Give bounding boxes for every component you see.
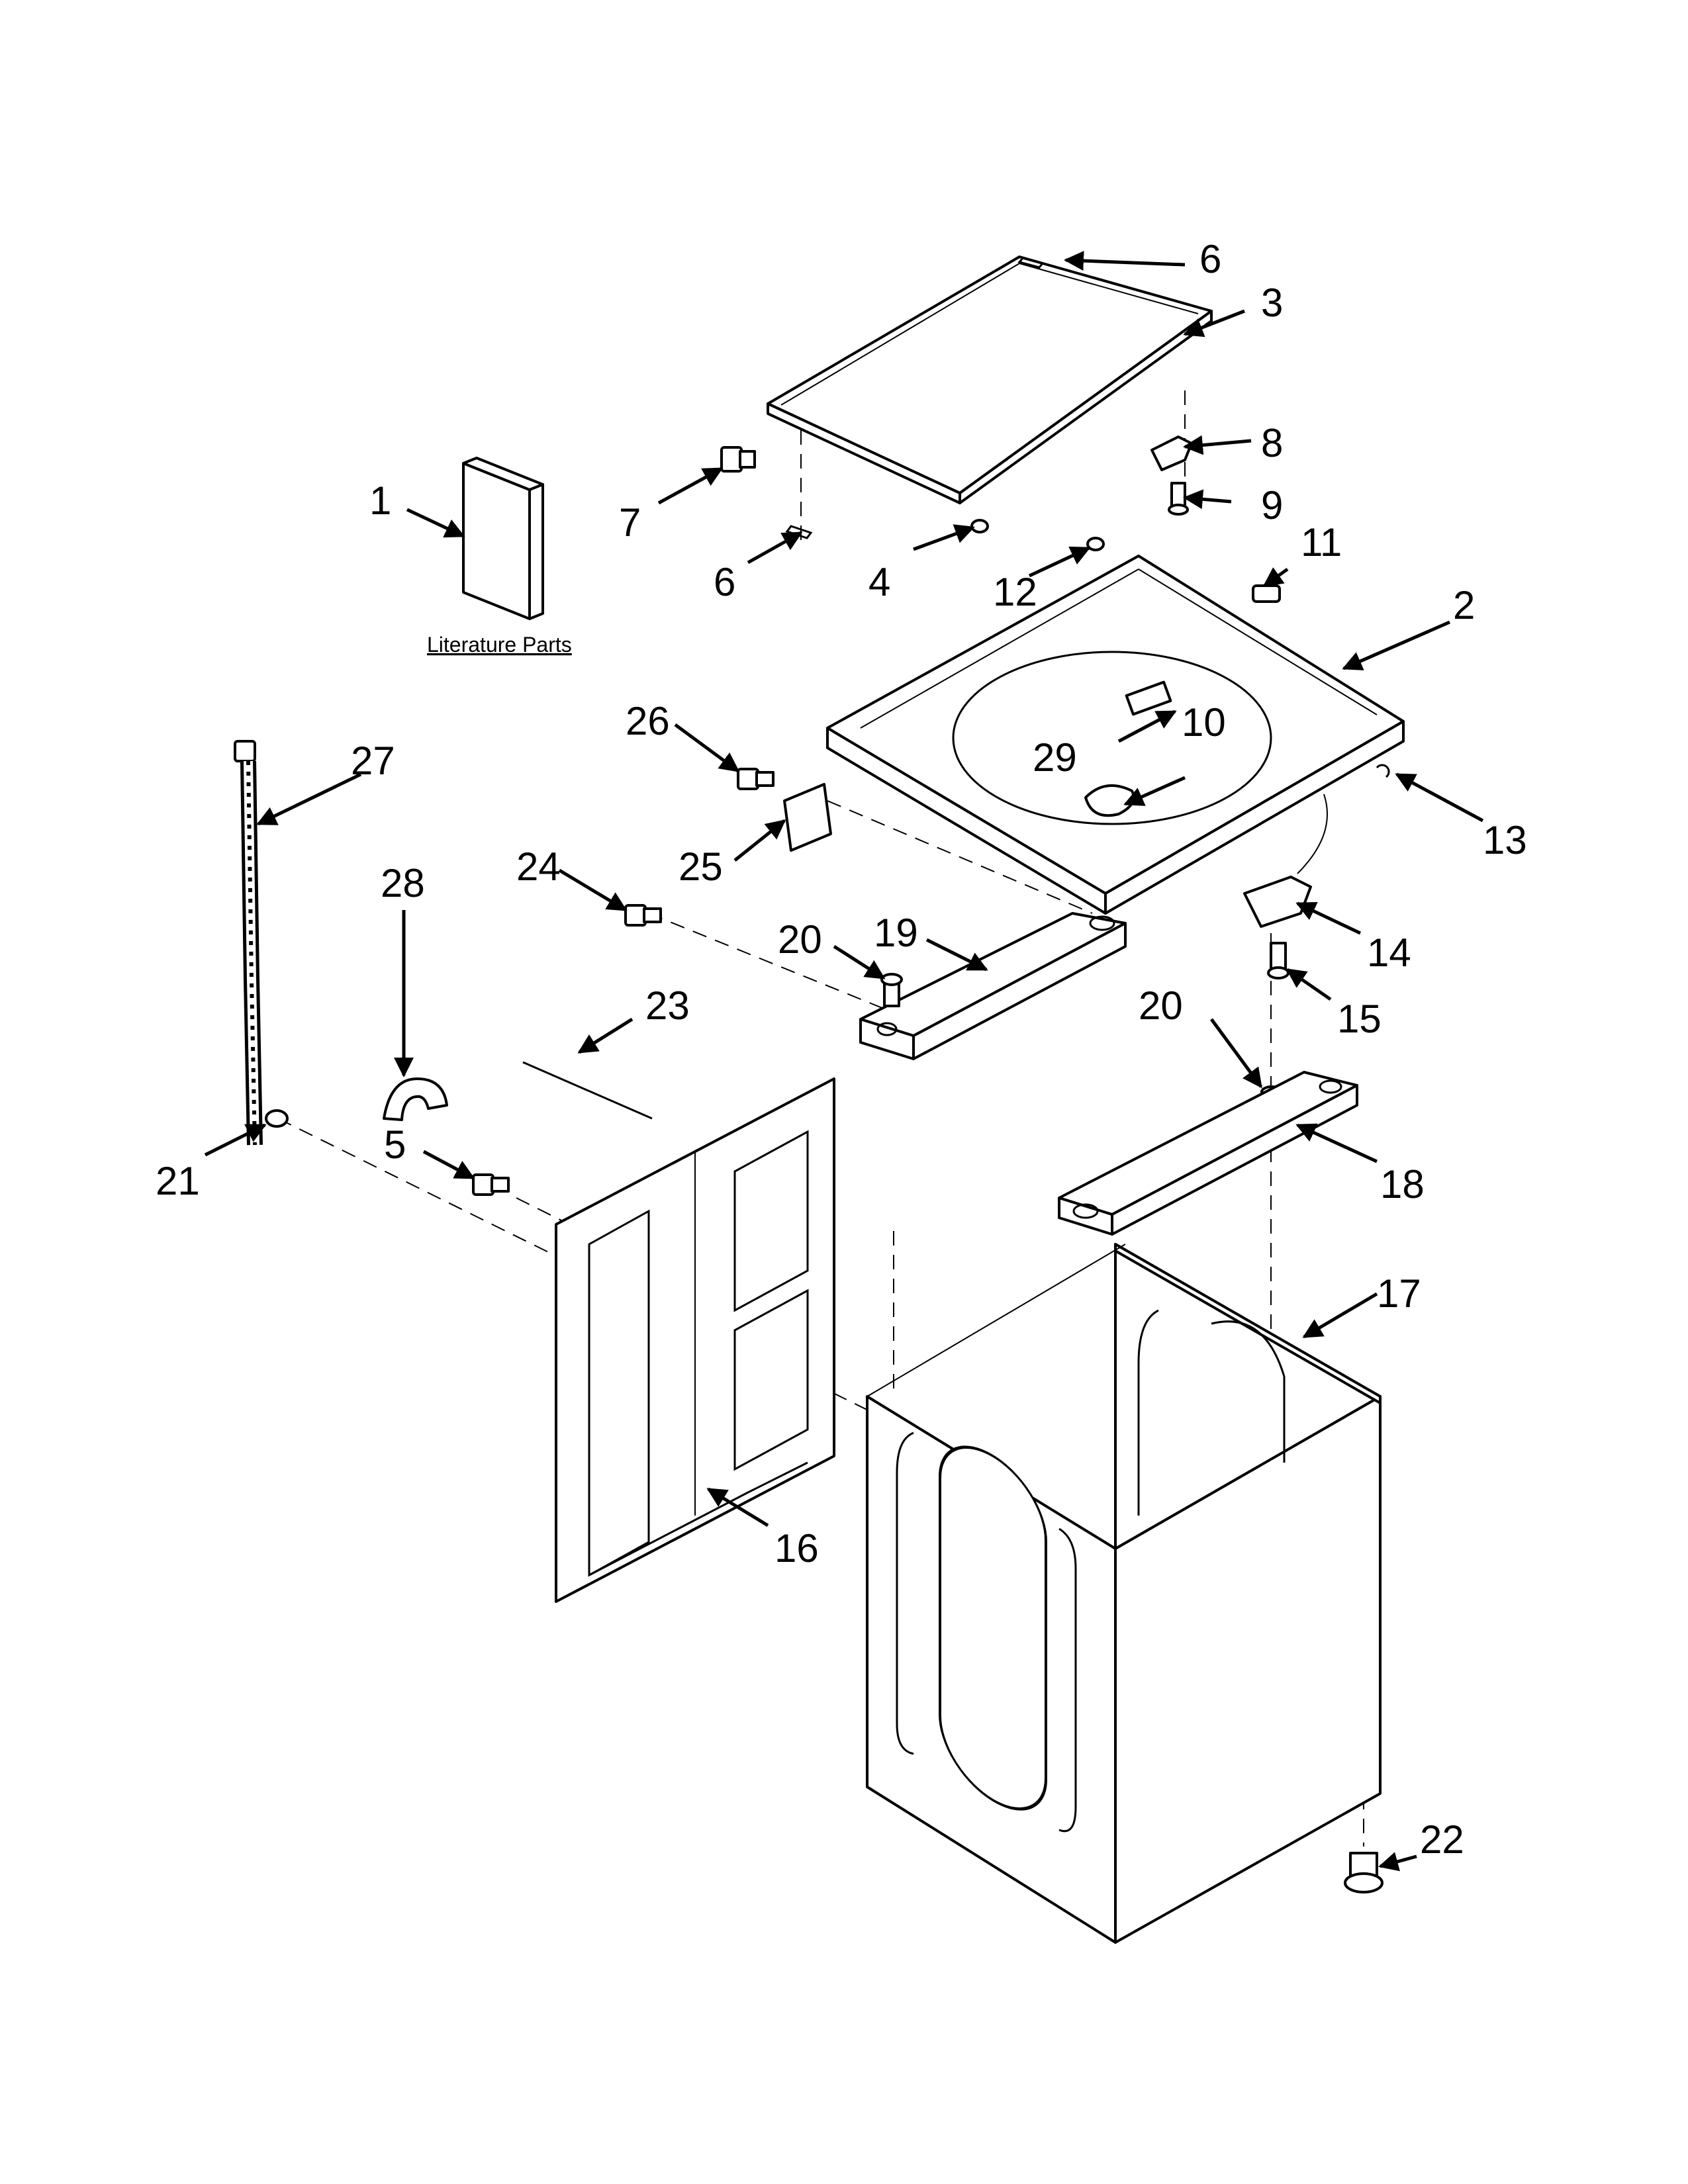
washer-lid [767,255,1213,504]
callout-28: 28 [381,861,425,905]
hose-clamp-21 [265,1109,289,1128]
hose-connector-28 [383,1077,448,1121]
bracket-25 [783,783,832,852]
cabinet-17 [866,1243,1382,1944]
leader-arrows [204,251,1484,1872]
callout-2: 2 [1453,583,1475,627]
screw-12 [1086,537,1105,551]
callout-15: 15 [1337,997,1382,1041]
literature-booklet [462,457,544,620]
callout-23: 23 [645,983,690,1028]
callout-24: 24 [516,844,561,889]
lid-bumper-4 [970,519,989,533]
callout-6-bottom: 6 [714,560,735,604]
callout-4: 4 [868,560,890,604]
front-brace-19 [859,912,1127,1060]
rear-panel-16 [555,1077,835,1603]
callout-22: 22 [1420,1817,1464,1862]
callout-16: 16 [774,1526,819,1570]
callout-18: 18 [1380,1162,1425,1206]
callout-8: 8 [1261,421,1283,465]
callout-14: 14 [1367,931,1411,975]
callout-20-right: 20 [1139,983,1183,1028]
screw-20-left [880,973,903,1007]
callout-labels: 1 2 3 4 5 6 6 7 8 9 10 11 12 13 14 15 16… [156,237,1527,1862]
lid-switch-14 [1243,794,1328,928]
clip-13 [1376,764,1390,778]
callout-7: 7 [619,500,641,545]
callout-21: 21 [156,1159,200,1203]
screw-26 [737,768,774,790]
screw-9 [1168,482,1189,516]
callout-6-top: 6 [1199,237,1221,281]
hinge-screw-7 [720,446,756,473]
callout-20-left: 20 [778,917,822,962]
callout-9: 9 [1261,483,1283,527]
callout-13: 13 [1483,818,1527,862]
leveling-foot-22 [1344,1852,1383,1893]
callout-25: 25 [679,844,723,889]
top-panel [826,555,1405,915]
screw-24 [624,904,662,927]
callout-17: 17 [1377,1271,1421,1316]
screw-15 [1267,942,1289,979]
callout-3: 3 [1261,281,1283,325]
callout-1: 1 [369,478,391,523]
literature-parts-label: Literature Parts [427,633,572,657]
rod-23 [522,1061,653,1120]
callout-19: 19 [874,911,918,955]
callout-11: 11 [1301,520,1342,565]
hinge-pin-6-bottom [785,525,813,539]
lid-lock-11 [1252,584,1281,603]
callout-5: 5 [384,1122,406,1167]
callout-12: 12 [993,570,1037,614]
screw-5 [472,1173,510,1196]
callout-10: 10 [1182,700,1226,745]
callout-27: 27 [351,739,395,783]
rear-brace-18 [1058,1071,1358,1236]
callout-26: 26 [626,699,670,743]
drain-hose-27 [234,740,263,1146]
hinge-pin-6-top [1017,257,1045,269]
callout-29: 29 [1033,735,1077,780]
